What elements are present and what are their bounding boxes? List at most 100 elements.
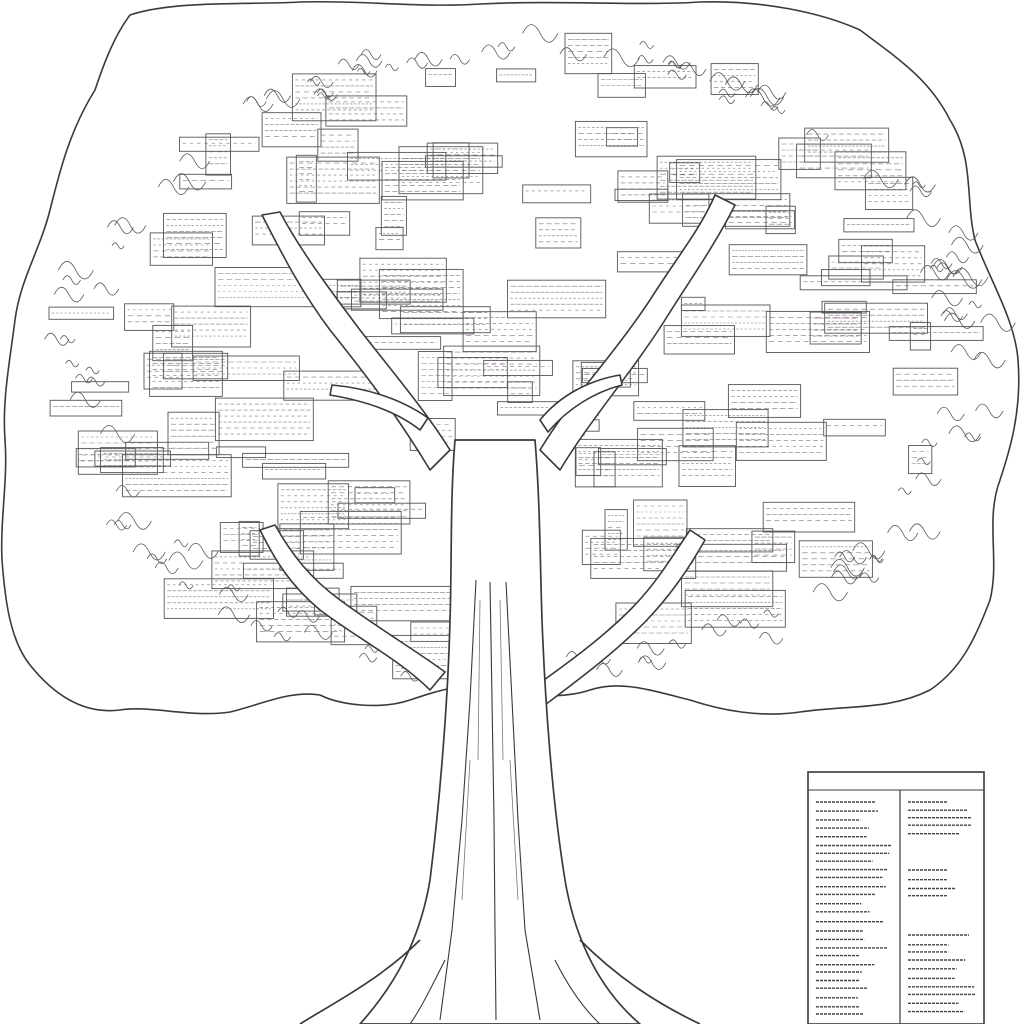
leaf-scribble bbox=[93, 282, 120, 296]
leaf-scribble bbox=[117, 512, 152, 530]
leaf-scribble bbox=[596, 663, 623, 677]
sketch-building bbox=[809, 311, 862, 345]
sketch-building bbox=[597, 73, 646, 98]
leaf-scribble bbox=[948, 225, 979, 241]
leaf-scribble bbox=[227, 584, 241, 592]
sketch-building bbox=[317, 128, 359, 162]
sketch-building bbox=[399, 306, 491, 334]
leaf-scribble bbox=[115, 485, 140, 498]
sketch-building bbox=[762, 501, 856, 533]
leaf-scribble bbox=[852, 542, 886, 560]
sketch-building bbox=[823, 418, 886, 437]
leaf-scribble bbox=[931, 290, 963, 307]
sketch-building bbox=[179, 136, 260, 152]
leaf-scribble bbox=[921, 438, 938, 447]
sketch-building bbox=[682, 193, 791, 227]
leaf-scribble bbox=[968, 301, 982, 309]
sketch-building bbox=[684, 589, 786, 628]
leaf-scribble bbox=[830, 558, 865, 577]
sketch-building bbox=[171, 305, 252, 348]
sketch-building bbox=[590, 537, 697, 579]
leaf-scribble bbox=[307, 78, 321, 86]
sketch-building bbox=[669, 162, 701, 183]
leaf-scribble bbox=[603, 48, 640, 68]
leaf-scribble bbox=[263, 88, 292, 103]
sketch-building bbox=[462, 311, 537, 353]
leaf-scribble bbox=[930, 258, 953, 270]
leaf-scribble bbox=[904, 176, 936, 193]
leaf-scribble bbox=[951, 236, 984, 254]
leaf-scribble bbox=[973, 351, 1006, 369]
sketch-building bbox=[633, 499, 688, 547]
leaf-scribble bbox=[250, 619, 273, 632]
sketch-building bbox=[378, 268, 464, 320]
sketch-building bbox=[598, 448, 667, 466]
sketch-building bbox=[507, 381, 533, 403]
sketch-building bbox=[735, 421, 827, 461]
leaf-scribble bbox=[146, 553, 168, 564]
sketch-building bbox=[593, 451, 616, 488]
leaf-scribble bbox=[522, 24, 559, 43]
leaf-scribble bbox=[770, 106, 786, 114]
leaf-scribble bbox=[701, 623, 727, 637]
sketch-building bbox=[798, 540, 873, 578]
leaf-scribble bbox=[760, 101, 779, 111]
leaf-scribble bbox=[173, 539, 189, 547]
sketch-building bbox=[522, 184, 592, 204]
leaf-scribble bbox=[936, 262, 960, 275]
leaf-scribble bbox=[859, 572, 880, 583]
sketch-building bbox=[443, 345, 541, 397]
sketch-building bbox=[143, 352, 183, 390]
leaf-scribble bbox=[932, 259, 963, 275]
sketch-building bbox=[581, 529, 621, 565]
leaf-scribble bbox=[303, 624, 333, 640]
leaf-scribble bbox=[273, 632, 291, 642]
sketch-building bbox=[437, 357, 508, 389]
leaf-scribble bbox=[86, 376, 106, 387]
sketch-building bbox=[680, 304, 771, 337]
leaf-scribble bbox=[316, 88, 334, 98]
sketch-building bbox=[633, 65, 697, 89]
sketch-building bbox=[888, 326, 984, 341]
sketch-building bbox=[347, 151, 447, 181]
sketch-building bbox=[765, 205, 796, 235]
sketch-building bbox=[354, 487, 396, 504]
leaf-scribble bbox=[187, 542, 219, 559]
leaf-scribble bbox=[869, 555, 884, 564]
leaf-scribble bbox=[863, 170, 899, 189]
sketch-building bbox=[663, 325, 735, 355]
leaf-scribble bbox=[69, 391, 101, 408]
leaf-scribble bbox=[337, 58, 360, 70]
sketch-building bbox=[215, 446, 267, 459]
sketch-building bbox=[380, 195, 407, 236]
leaf-scribble bbox=[313, 88, 338, 101]
leaf-scribble bbox=[980, 313, 1016, 332]
leaf-scribble bbox=[944, 312, 976, 329]
sketch-building bbox=[163, 578, 274, 619]
sketch-building bbox=[751, 530, 796, 564]
leaf-scribble bbox=[114, 217, 147, 234]
sketch-building bbox=[48, 306, 115, 320]
leaf-scribble bbox=[946, 251, 969, 264]
sketch-building bbox=[211, 550, 315, 590]
sketch-building bbox=[425, 68, 456, 87]
leaf-scribble bbox=[739, 618, 760, 629]
leaf-scribble bbox=[929, 264, 944, 273]
leaf-scribble bbox=[763, 609, 779, 618]
leaf-scribble bbox=[295, 610, 320, 623]
leaf-scribble bbox=[172, 173, 207, 191]
sketch-building bbox=[909, 322, 932, 351]
sketch-building bbox=[821, 300, 867, 314]
sketch-building bbox=[398, 146, 484, 195]
leaf-scribble bbox=[44, 332, 70, 346]
leaf-scribble bbox=[662, 55, 691, 70]
leaf-scribble bbox=[559, 47, 587, 62]
leaf-scribble bbox=[111, 242, 125, 250]
leaf-scribble bbox=[759, 632, 784, 645]
sketch-building bbox=[375, 227, 404, 251]
leaf-scribble bbox=[358, 652, 378, 663]
sketch-building bbox=[824, 302, 928, 334]
leaf-scribble bbox=[964, 432, 982, 442]
